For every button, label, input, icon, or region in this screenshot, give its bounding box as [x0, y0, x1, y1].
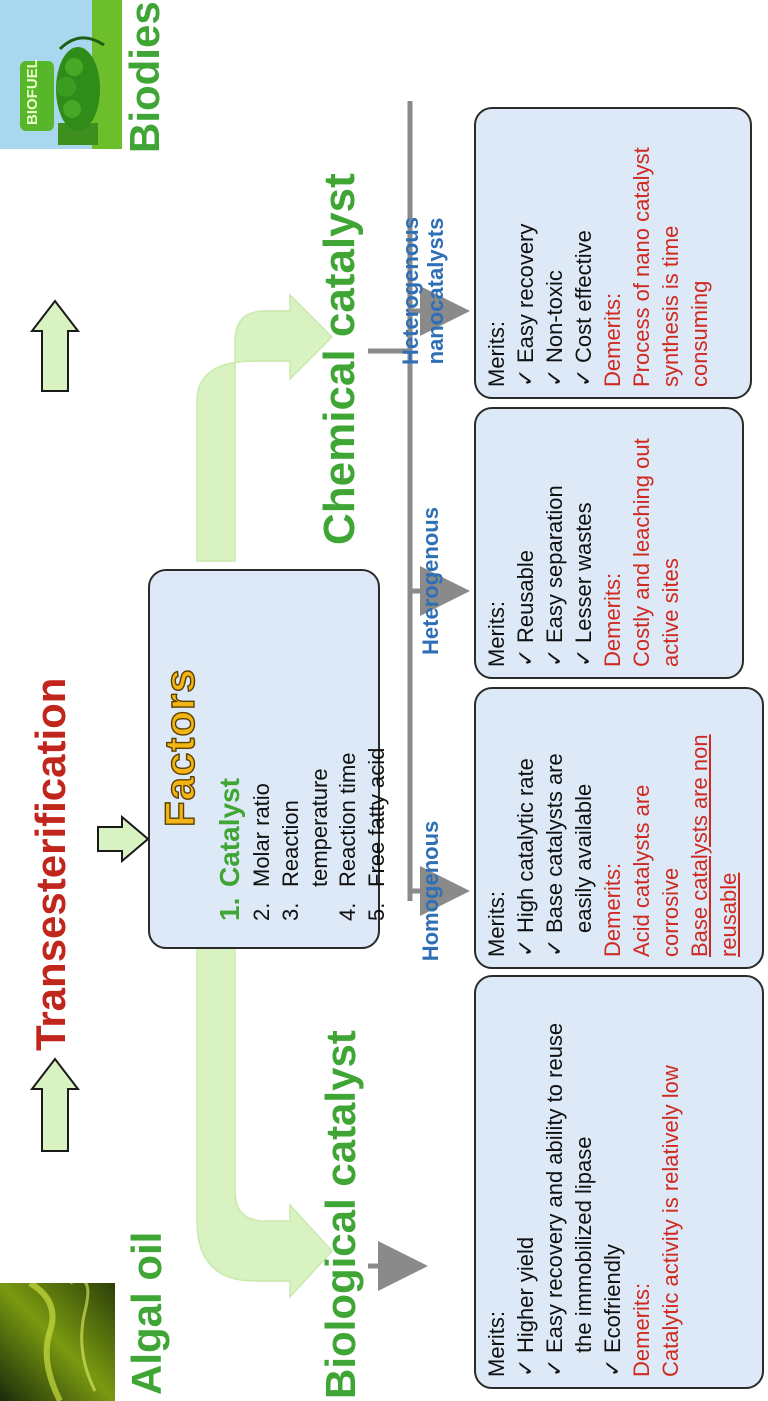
demerits-label: Demerits: [629, 1282, 655, 1377]
title-biological-catalyst: Biological catalyst [317, 1030, 364, 1399]
check-icon: ✓ [542, 1358, 568, 1377]
check-icon: ✓ [513, 1358, 539, 1377]
heterogenous-merits-box: Merits: ✓Reusable ✓Easy separation ✓Less… [474, 407, 744, 679]
factor-item: 5. Free fatty acid [363, 748, 392, 921]
demerit-item: Acid catalysts are corrosive [629, 784, 684, 957]
merits-label: Merits: [484, 891, 509, 957]
factor-text: Catalyst [214, 778, 245, 887]
demerit-item: Catalytic activity is relatively low [658, 1065, 684, 1377]
arrow-algae-to-transesterification [29, 1057, 81, 1152]
merits-label: Merits: [484, 321, 509, 387]
biofuel-sign: BIOFUEL [24, 59, 41, 125]
label-heterogenous-nano: Heterogenous nanocatalysts [398, 191, 449, 391]
factor-text: Free fatty acid [363, 747, 389, 887]
merit-item: ✓Easy recovery and ability to reuse the … [540, 987, 598, 1377]
factor-number: 1. [214, 897, 245, 921]
factor-number: 3. [277, 902, 303, 921]
factors-list: 1. Catalyst 2. Molar ratio 3. Reaction t… [212, 748, 391, 921]
merit-item: ✓Base catalysts are easily available [540, 699, 598, 957]
check-icon: ✓ [513, 648, 539, 667]
factor-item: 1. Catalyst [212, 748, 248, 921]
factor-item: 3. Reaction [277, 748, 306, 921]
merit-item: ✓Reusable [511, 419, 540, 667]
algal-oil-image [0, 1283, 115, 1401]
merit-item: ✓Easy recovery [511, 119, 540, 387]
factor-item: 2. Molar ratio [248, 748, 277, 921]
label-heterogenous-nano-line1: Heterogenous [398, 217, 423, 365]
factor-text: Reaction time [335, 752, 361, 887]
merit-item: ✓Cost effective [569, 119, 598, 387]
merit-item: ✓High catalytic rate [511, 699, 540, 957]
check-icon: ✓ [571, 368, 597, 387]
title-transesterification: Transesterification [27, 677, 74, 1051]
homogenous-merits-box: Merits: ✓High catalytic rate ✓Base catal… [474, 687, 764, 969]
merit-item: ✓Higher yield [511, 987, 540, 1377]
factor-number: 2. [249, 902, 275, 921]
merits-label: Merits: [484, 1311, 509, 1377]
demerits-label: Demerits: [600, 862, 626, 957]
check-icon: ✓ [600, 1358, 626, 1377]
check-icon: ✓ [571, 648, 597, 667]
factor-text: Molar ratio [249, 783, 275, 887]
demerit-item: Process of nano catalyst synthesis is ti… [629, 147, 713, 387]
arrow-chemical-tree [368, 101, 470, 916]
check-icon: ✓ [542, 648, 568, 667]
factor-text: temperature [306, 768, 332, 887]
check-icon: ✓ [513, 938, 539, 957]
label-heterogenous: Heterogenous [418, 507, 443, 655]
factor-text: Reaction [277, 800, 303, 887]
factors-box: Factors 1. Catalyst 2. Molar ratio 3. Re… [148, 569, 389, 949]
label-homogenous: Homogenous [418, 820, 443, 962]
factor-number: 5. [363, 902, 389, 921]
arrow-transesterification-to-biodiesel [29, 299, 81, 392]
factors-title: Factors [155, 668, 203, 828]
nano-merits-box: Merits: ✓Easy recovery ✓Non-toxic ✓Cost … [474, 107, 752, 399]
merit-item: ✓Non-toxic [540, 119, 569, 387]
oil-bottle-icon [0, 1283, 115, 1401]
arrow-factors-to-chemical [196, 293, 334, 562]
factor-item: 4. Reaction time [334, 748, 363, 921]
factor-number: 4. [335, 902, 361, 921]
merit-item: ✓Lesser wastes [569, 419, 598, 667]
title-algal-oil: Algal oil [123, 1231, 170, 1395]
arrow-to-factors [97, 814, 150, 864]
label-heterogenous-nano-line2: nanocatalysts [423, 217, 449, 365]
demerits-label: Demerits: [600, 572, 626, 667]
merit-item: ✓Easy separation [540, 419, 569, 667]
check-icon: ✓ [542, 368, 568, 387]
biofuel-pump-icon [0, 0, 122, 149]
demerit-item: Base catalysts are non reusable [687, 734, 742, 957]
demerit-item: Costly and leaching out active sites [629, 438, 684, 667]
merit-item: ✓Ecofriendly [598, 987, 627, 1377]
check-icon: ✓ [542, 938, 568, 957]
title-biodiesel: Biodiesel [121, 0, 168, 153]
biological-merits-box: Merits: ✓Higher yield ✓Easy recovery and… [474, 975, 764, 1389]
title-chemical-catalyst: Chemical catalyst [315, 173, 364, 545]
check-icon: ✓ [513, 368, 539, 387]
factor-number [306, 887, 335, 921]
biodiesel-image: BIOFUEL [0, 0, 122, 149]
demerits-label: Demerits: [600, 292, 626, 387]
merits-label: Merits: [484, 601, 509, 667]
factor-item: temperature [306, 748, 335, 921]
